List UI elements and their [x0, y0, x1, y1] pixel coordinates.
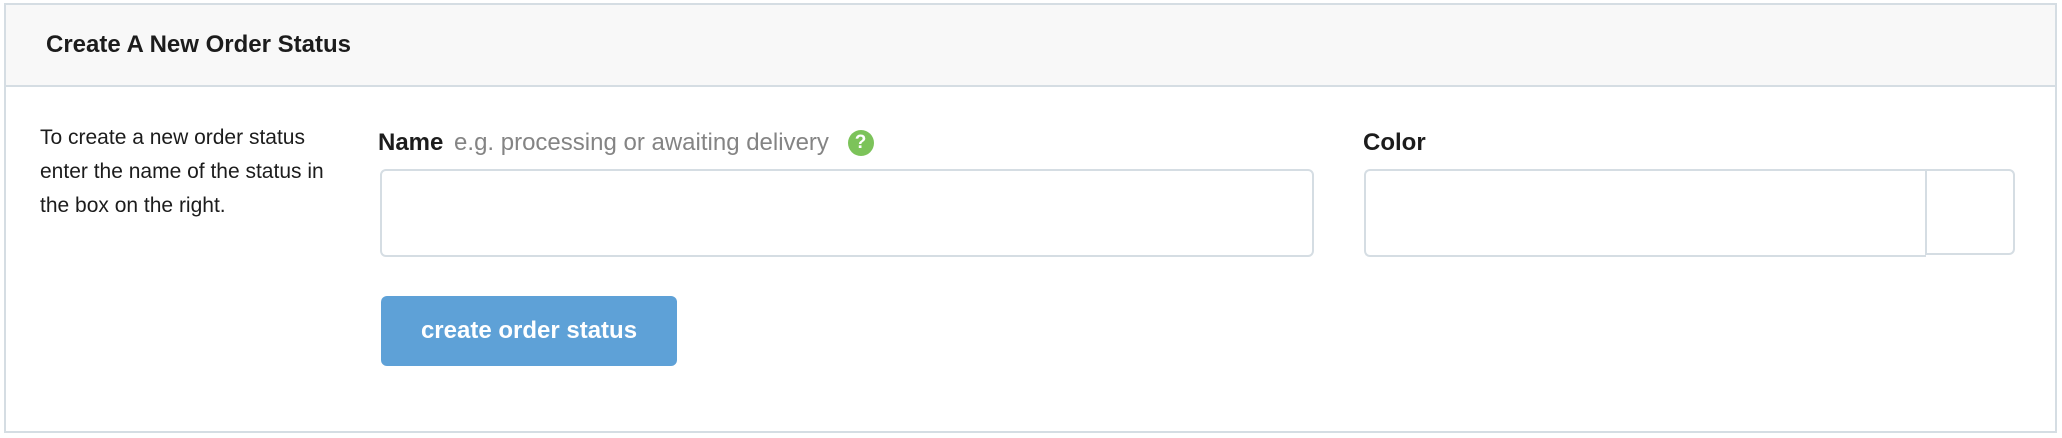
- name-input[interactable]: [380, 169, 1314, 257]
- name-hint-text: e.g. processing or awaiting delivery: [454, 129, 829, 156]
- panel-header: Create A New Order Status: [6, 5, 2055, 87]
- create-order-status-button[interactable]: create order status: [381, 296, 677, 366]
- color-swatch-picker[interactable]: [1925, 169, 2015, 255]
- question-circle-icon[interactable]: ?: [847, 130, 874, 156]
- help-description: To create a new order status enter the n…: [40, 126, 324, 217]
- panel-title: Create A New Order Status: [46, 31, 351, 58]
- name-field-label: Name e.g. processing or awaiting deliver…: [378, 128, 874, 158]
- color-field-group: [1364, 169, 2015, 257]
- name-label-text: Name: [378, 129, 444, 156]
- color-input[interactable]: [1364, 169, 1926, 257]
- color-field-label: Color: [1363, 129, 1426, 156]
